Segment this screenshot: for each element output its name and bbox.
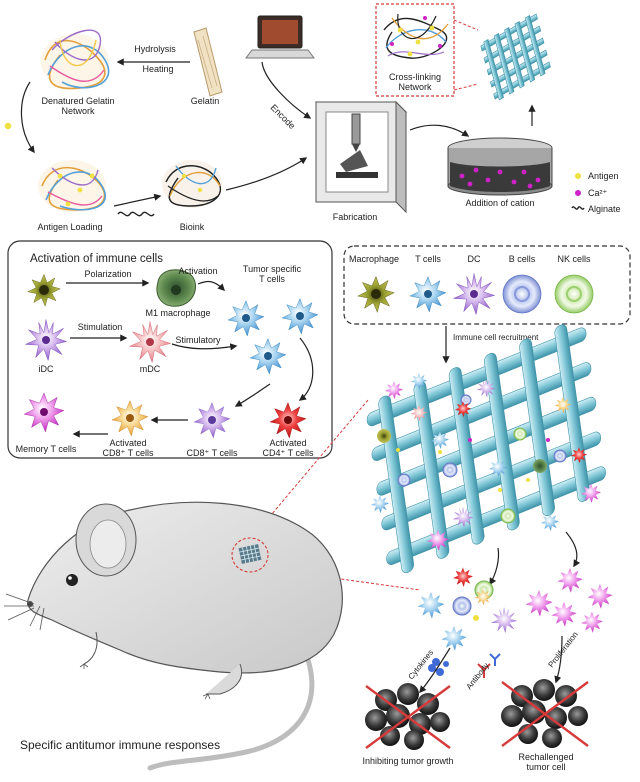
denatured-label-2: Network	[61, 106, 95, 116]
idc-label: iDC	[39, 364, 54, 374]
rechallenged-label-2: tumor cell	[526, 762, 565, 772]
stimulation-label: Stimulation	[78, 322, 123, 332]
legend-alginate: Alginate	[588, 204, 621, 214]
cation-label: Addition of cation	[465, 198, 534, 208]
t-cell-icon	[281, 298, 319, 335]
nk-cell-icon	[554, 274, 594, 314]
macrophage-icon	[27, 274, 61, 307]
bioink-icon	[162, 160, 222, 208]
macrophage-icon	[357, 276, 395, 313]
activation-title: Activation of immune cells	[30, 253, 163, 265]
hydrolysis-label: Hydrolysis	[134, 44, 176, 54]
recruitment-label: Immune cell recruitment	[453, 333, 539, 342]
legend: Antigen Ca²⁺ Alginate	[571, 171, 621, 214]
crosslinking-network-icon	[383, 13, 449, 59]
dc-icon	[453, 273, 495, 315]
tumor-specific-label-2: T cells	[259, 274, 285, 284]
activation-panel	[7, 240, 333, 459]
t-cell-icon	[249, 338, 287, 375]
specific-response-label: Specific antitumor immune responses	[20, 738, 220, 752]
gelatin-label: Gelatin	[191, 96, 220, 106]
tumor-cells-icon	[365, 683, 451, 750]
b-cell-icon	[502, 274, 542, 314]
antibody-icon	[477, 653, 501, 678]
tumor-specific-label-1: Tumor specific	[243, 264, 302, 274]
printer-icon	[314, 100, 408, 214]
laptop-icon	[245, 15, 315, 59]
mouse-icon	[4, 501, 343, 771]
b-cells-label: B cells	[509, 254, 536, 264]
memory-t-label: Memory T cells	[16, 444, 77, 454]
cation-dish-icon	[447, 137, 553, 196]
t-cell-icon	[409, 276, 447, 313]
denatured-gelatin-network-icon	[41, 29, 110, 90]
crosslink-label-1: Cross-linking	[389, 72, 441, 82]
scaffold-with-cells-icon	[366, 324, 606, 574]
inhibiting-label: Inhibiting tumor growth	[362, 756, 453, 766]
small-scaffold-icon	[480, 13, 551, 101]
t-cell-icon	[227, 300, 265, 337]
idc-icon	[25, 319, 67, 361]
stimulatory-label: Stimulatory	[175, 335, 221, 345]
antigen-loaded-network-icon	[38, 160, 106, 212]
denatured-label-1: Denatured Gelatin	[41, 96, 114, 106]
activated-cd8-t-cell-icon	[111, 400, 149, 437]
mdc-label: mDC	[140, 364, 161, 374]
encode-label: Encode	[269, 102, 298, 131]
mdc-icon	[129, 321, 171, 363]
act-cd8-label-1: Activated	[109, 438, 146, 448]
cytokine-icon	[428, 658, 449, 676]
proliferating-nk-cells	[525, 567, 613, 633]
polarization-label: Polarization	[84, 269, 131, 279]
rechallenged-label-1: Rechallenged	[518, 752, 573, 762]
cd8-t-cell-icon	[193, 402, 231, 439]
legend-antigen: Antigen	[588, 171, 619, 181]
act-cd4-label-1: Activated	[269, 438, 306, 448]
crosslink-label-2: Network	[398, 82, 432, 92]
scaffold-cells	[371, 373, 601, 551]
cd8-label: CD8⁺ T cells	[187, 448, 238, 458]
macrophage-label: Macrophage	[349, 254, 399, 264]
dc-label: DC	[468, 254, 481, 264]
gelatin-tube-icon	[193, 27, 223, 97]
fabrication-label: Fabrication	[333, 212, 378, 222]
nk-cells-label: NK cells	[557, 254, 591, 264]
antigen-dot-icon	[4, 122, 12, 130]
antigen-loading-label: Antigen Loading	[37, 222, 102, 232]
alginate-strand-icon	[117, 211, 155, 217]
m1-macrophage-icon	[156, 269, 196, 307]
bioink-label: Bioink	[180, 222, 205, 232]
act-cd8-label-2: CD8⁺ T cells	[103, 448, 154, 458]
heating-label: Heating	[142, 64, 173, 74]
activated-cd4-t-cell-icon	[269, 402, 307, 439]
act-cd4-label-2: CD4⁺ T cells	[263, 448, 314, 458]
m1-label: M1 macrophage	[145, 308, 210, 318]
antibody-label: Antibody	[464, 661, 490, 691]
memory-t-cell-icon	[23, 392, 65, 433]
tumor-cells-icon	[501, 679, 589, 748]
proliferation-label: Proliferation	[546, 630, 579, 669]
immune-cell-cluster	[417, 567, 518, 651]
t-cells-label: T cells	[415, 254, 441, 264]
legend-cation: Ca²⁺	[588, 188, 608, 198]
activation-label: Activation	[178, 266, 217, 276]
